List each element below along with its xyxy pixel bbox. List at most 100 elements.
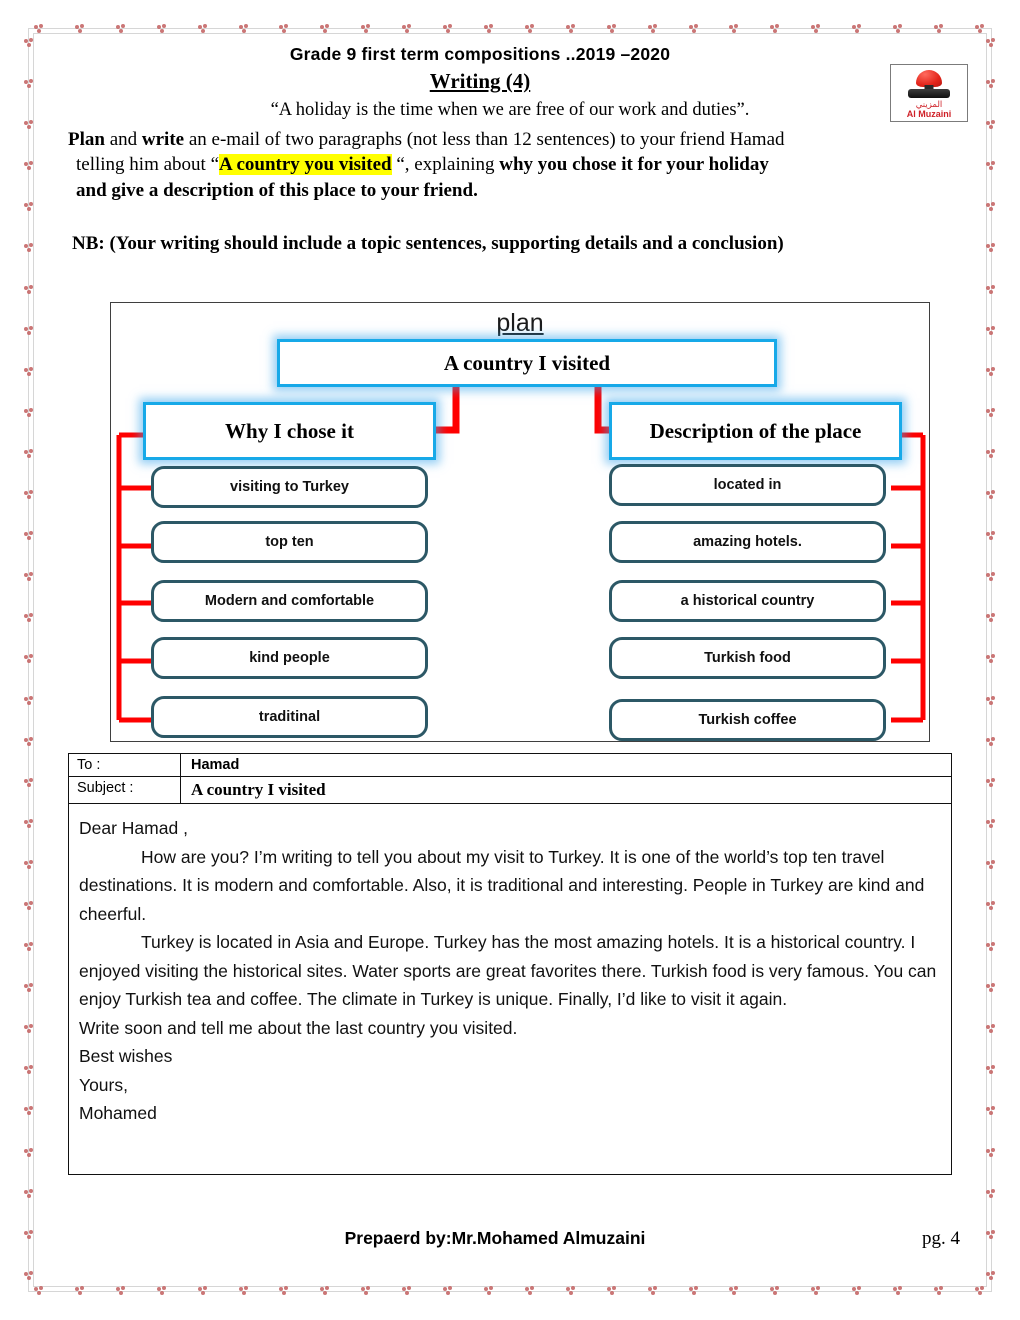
floral-cluster-icon — [852, 23, 863, 35]
floral-cluster-icon — [985, 613, 997, 624]
floral-cluster-icon — [933, 23, 945, 35]
floral-cluster-icon — [156, 1285, 168, 1297]
floral-cluster-icon — [279, 23, 290, 35]
floral-cluster-icon — [985, 942, 997, 953]
floral-cluster-icon — [985, 161, 997, 172]
diagram-item-left-1: visiting to Turkey — [151, 466, 428, 508]
floral-cluster-icon — [23, 736, 35, 748]
floral-cluster-icon — [115, 23, 127, 35]
floral-cluster-icon — [23, 407, 35, 419]
floral-cluster-icon — [647, 1285, 659, 1297]
floral-cluster-icon — [443, 23, 454, 35]
floral-cluster-icon — [606, 23, 618, 35]
floral-cluster-icon — [524, 23, 536, 35]
logo-base-shape — [908, 89, 950, 98]
floral-cluster-icon — [483, 23, 495, 35]
instruction-line-2-mid: “, explaining — [391, 154, 500, 176]
floral-cluster-icon — [23, 1024, 35, 1035]
floral-cluster-icon — [985, 1106, 997, 1117]
floral-cluster-icon — [23, 79, 35, 90]
floral-cluster-icon — [34, 1285, 45, 1297]
diagram-branch-heading-description: Description of the place — [609, 402, 902, 460]
floral-cluster-icon — [320, 1285, 331, 1297]
floral-cluster-icon — [688, 23, 700, 35]
email-closing-line: Write soon and tell me about the last co… — [79, 1017, 518, 1038]
floral-cluster-icon — [985, 366, 997, 378]
email-subject-label: Subject : — [69, 777, 181, 803]
floral-cluster-icon — [23, 900, 35, 912]
email-to-value: Hamad — [191, 757, 240, 773]
floral-cluster-icon — [23, 448, 35, 460]
border-floral-left — [22, 38, 36, 1282]
floral-cluster-icon — [23, 818, 35, 830]
floral-cluster-icon — [985, 202, 997, 213]
floral-cluster-icon — [647, 23, 659, 35]
floral-cluster-icon — [23, 572, 35, 583]
diagram-item-right-2: amazing hotels. — [609, 521, 886, 563]
floral-cluster-icon — [893, 1285, 904, 1297]
border-floral-right — [984, 38, 998, 1282]
floral-cluster-icon — [23, 1229, 35, 1241]
page-number: pg. 4 — [922, 1228, 960, 1249]
floral-cluster-icon — [985, 1065, 997, 1076]
floral-cluster-icon — [361, 23, 372, 35]
floral-cluster-icon — [985, 38, 997, 49]
prepared-by-text: Prepaerd by:Mr.Mohamed Almuzaini — [344, 1228, 646, 1248]
floral-cluster-icon — [985, 490, 997, 501]
floral-cluster-icon — [361, 1285, 372, 1297]
email-salutation: Dear Hamad , — [79, 818, 188, 838]
floral-cluster-icon — [23, 777, 35, 789]
instruction-and: and — [104, 129, 142, 150]
floral-cluster-icon — [729, 1285, 740, 1297]
floral-cluster-icon — [985, 407, 997, 419]
floral-cluster-icon — [23, 983, 35, 994]
floral-cluster-icon — [985, 777, 997, 789]
floral-cluster-icon — [23, 695, 35, 707]
floral-cluster-icon — [985, 654, 997, 665]
floral-cluster-icon — [974, 23, 986, 35]
floral-cluster-icon — [985, 900, 997, 912]
floral-cluster-icon — [565, 1285, 577, 1297]
logo-stem-shape — [924, 85, 934, 90]
floral-cluster-icon — [197, 23, 209, 35]
diagram-branch-heading-why: Why I chose it — [143, 402, 436, 460]
floral-cluster-icon — [985, 79, 997, 90]
floral-cluster-icon — [893, 23, 904, 35]
instruction-line-2-bold: why you chose it for your holiday — [499, 154, 769, 176]
holiday-quote: “A holiday is the time when we are free … — [270, 100, 750, 120]
instruction-line-2-pre: telling him about “ — [76, 154, 220, 176]
floral-cluster-icon — [985, 120, 997, 131]
instruction-line-1: Plan and write an e-mail of two paragrap… — [60, 127, 960, 152]
floral-cluster-icon — [811, 23, 822, 35]
floral-cluster-icon — [606, 1285, 618, 1297]
floral-cluster-icon — [320, 23, 331, 35]
floral-cluster-icon — [238, 1285, 250, 1297]
floral-cluster-icon — [238, 23, 250, 35]
floral-cluster-icon — [23, 1270, 35, 1282]
floral-cluster-icon — [770, 1285, 781, 1297]
floral-cluster-icon — [985, 983, 997, 994]
instruction-highlight: A country you visited — [219, 154, 392, 176]
floral-cluster-icon — [23, 284, 35, 296]
email-body: Dear Hamad , How are you? I’m writing to… — [69, 804, 951, 1174]
floral-cluster-icon — [565, 23, 577, 35]
floral-cluster-icon — [443, 1285, 454, 1297]
email-subject-value: A country I visited — [191, 780, 326, 799]
instruction-line-2: telling him about “A country you visited… — [60, 152, 960, 177]
floral-cluster-icon — [985, 448, 997, 460]
floral-cluster-icon — [23, 1065, 35, 1076]
floral-cluster-icon — [985, 695, 997, 707]
floral-cluster-icon — [23, 325, 35, 337]
floral-cluster-icon — [933, 1285, 945, 1297]
instruction-line-3: and give a description of this place to … — [76, 179, 478, 201]
floral-cluster-icon — [985, 1229, 997, 1241]
floral-cluster-icon — [23, 654, 35, 665]
email-paragraph-2: Turkey is located in Asia and Europe. Tu… — [79, 932, 937, 1010]
email-subject-row: Subject : A country I visited — [69, 777, 951, 804]
floral-cluster-icon — [34, 23, 45, 35]
floral-cluster-icon — [985, 859, 997, 871]
al-muzaini-logo: المزيني Al Muzaini — [890, 64, 968, 122]
floral-cluster-icon — [985, 531, 997, 542]
email-paragraph-1: How are you? I’m writing to tell you abo… — [79, 846, 925, 924]
